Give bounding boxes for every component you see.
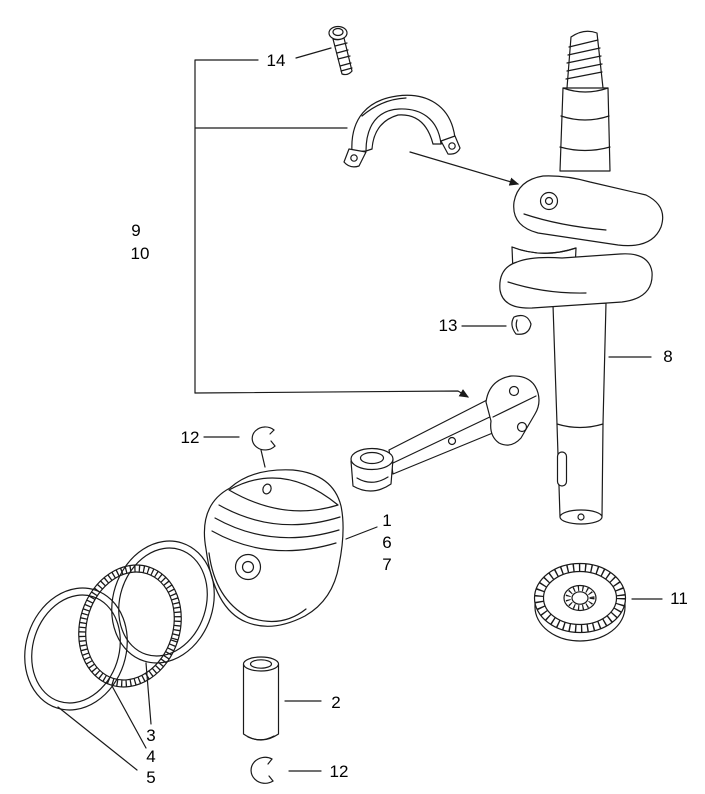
part-labels: 14 9 10 13 8 1 6 7 12 2 12 3 4 5 11 — [131, 51, 688, 787]
label-part-13: 13 — [439, 316, 458, 335]
leader-1-6-7 — [345, 526, 378, 540]
label-part-14: 14 — [267, 51, 286, 70]
second-ring-graphic — [78, 564, 182, 688]
connecting-rod-graphic — [350, 375, 540, 492]
piston-rings-graphic — [24, 540, 215, 711]
bracket-9-10 — [194, 47, 348, 394]
leaders-3-4-5 — [57, 662, 152, 771]
label-part-3: 3 — [146, 726, 155, 745]
circlip-top-graphic — [251, 426, 276, 451]
crankshaft-graphic — [499, 30, 664, 525]
piston-pin-graphic — [242, 656, 280, 741]
circlip-bottom-graphic — [250, 756, 274, 784]
leader-circlip-to-piston — [260, 449, 266, 468]
label-part-5: 5 — [146, 768, 155, 787]
leader-lines — [57, 47, 663, 772]
label-part-12-top: 12 — [181, 428, 200, 447]
label-part-1: 1 — [382, 511, 391, 530]
label-part-9: 9 — [131, 221, 140, 240]
label-part-7: 7 — [382, 555, 391, 574]
leader-to-rod — [194, 389, 470, 398]
label-part-2: 2 — [331, 693, 340, 712]
top-ring-graphic — [111, 540, 215, 664]
label-part-10: 10 — [131, 244, 150, 263]
label-part-12-bottom: 12 — [330, 762, 349, 781]
label-part-8: 8 — [663, 347, 672, 366]
timing-gear-graphic — [533, 562, 627, 642]
label-part-11: 11 — [670, 589, 688, 608]
woodruff-key-graphic — [511, 314, 532, 335]
leader-cap-to-crankpin — [409, 151, 520, 186]
rod-cap-graphic — [343, 94, 461, 168]
rod-bolt-graphic — [328, 25, 353, 76]
label-part-4: 4 — [146, 747, 155, 766]
piston-graphic — [203, 469, 344, 627]
oil-ring-graphic — [24, 587, 128, 711]
label-part-6: 6 — [382, 533, 391, 552]
